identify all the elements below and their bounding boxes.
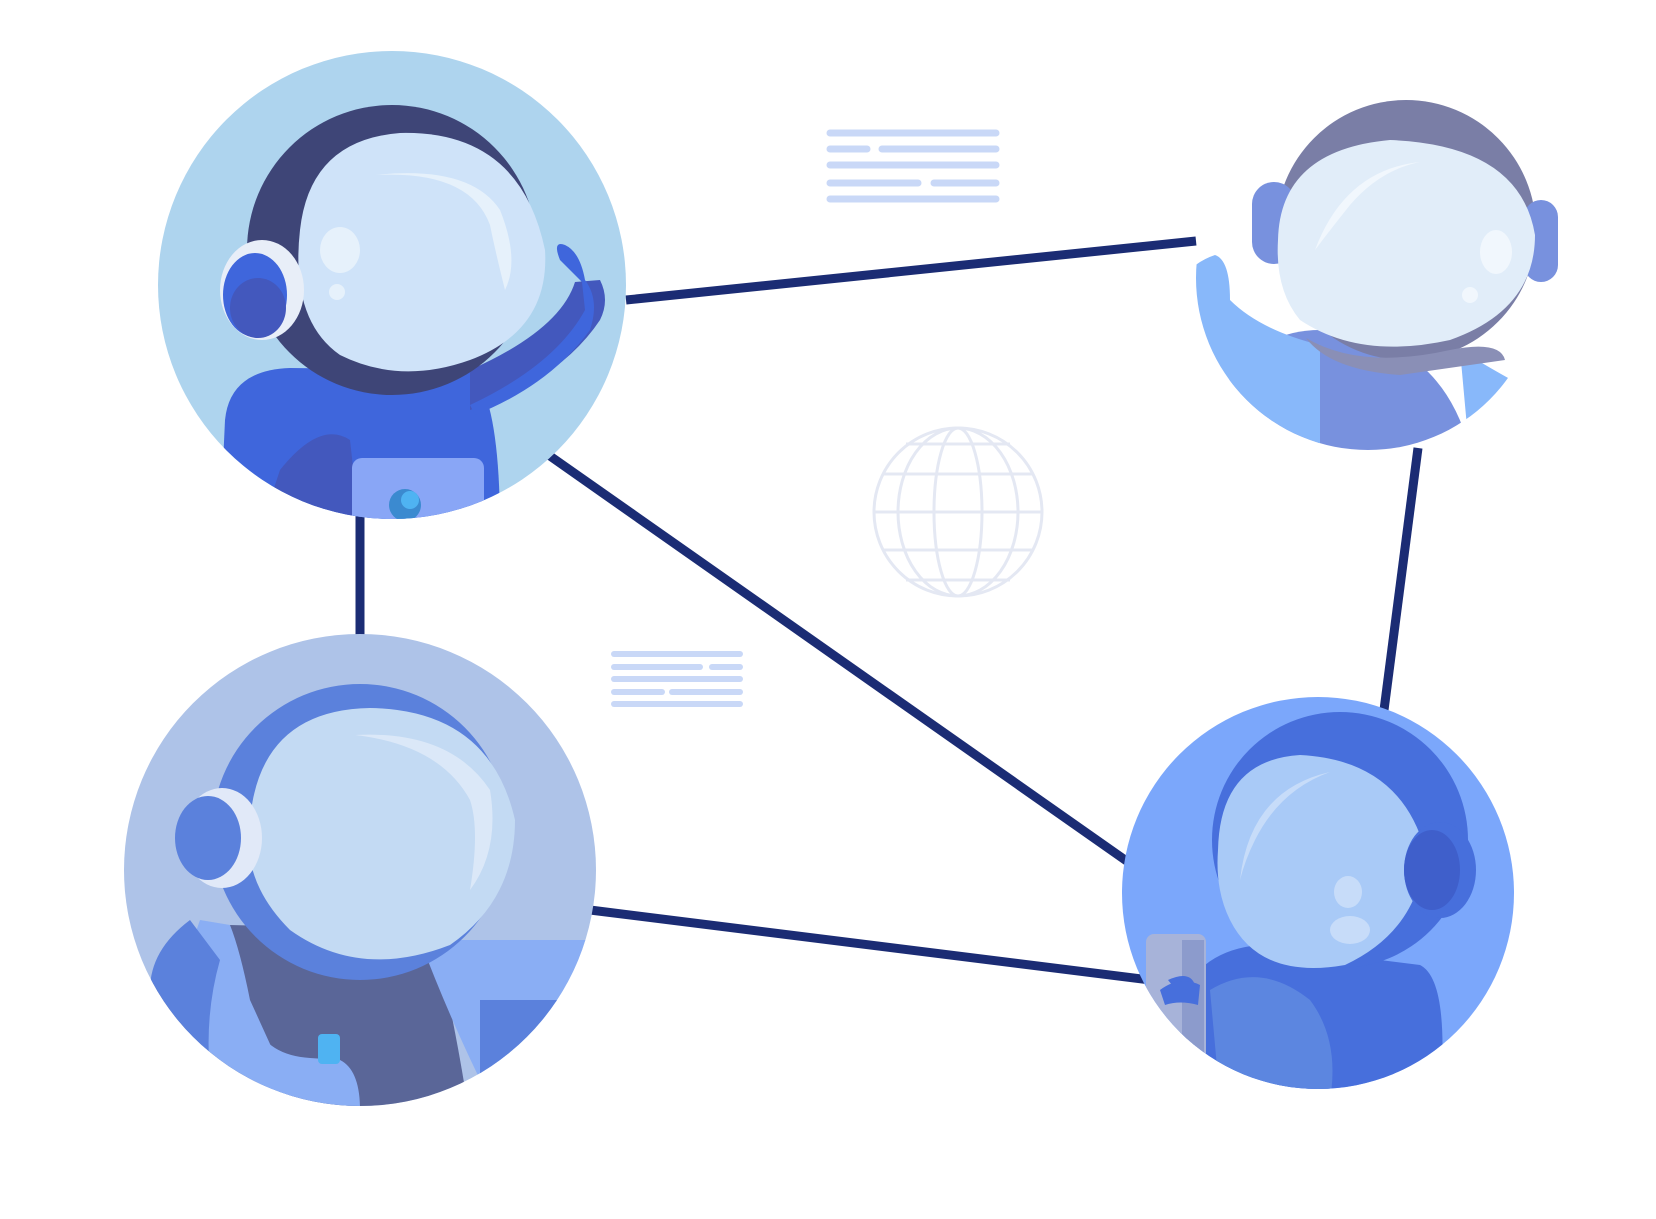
link-top-left-to-bottom-right — [547, 452, 1131, 866]
message-lines-icon — [611, 651, 743, 707]
message-lines-icon — [826, 129, 1000, 203]
globe-icon — [872, 426, 1044, 598]
astronaut-bottom-right — [1122, 697, 1514, 1089]
link-top-right-to-bottom-right — [1379, 447, 1423, 711]
astronaut-bottom-left — [124, 634, 596, 1106]
astronaut-top-right — [1196, 100, 1558, 450]
astronaut-top-left — [158, 51, 626, 519]
link-bottom-left-to-bottom-right — [589, 905, 1151, 985]
network-links — [355, 236, 1423, 985]
link-top-left-to-top-right — [625, 236, 1197, 305]
